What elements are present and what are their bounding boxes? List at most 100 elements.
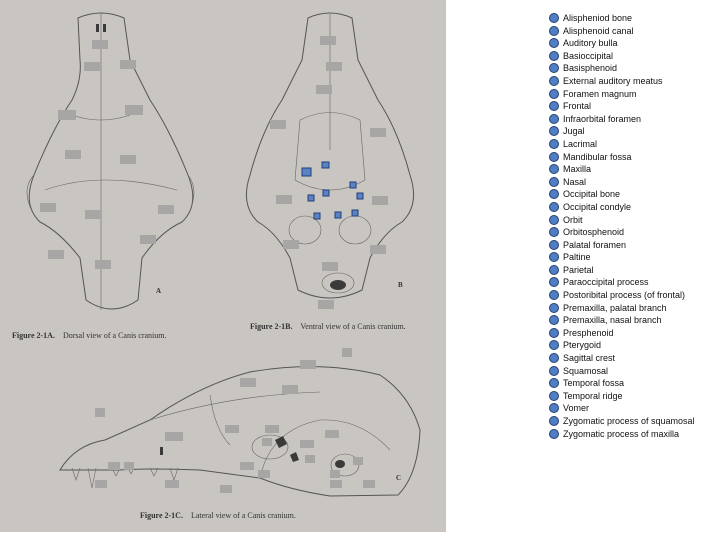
caption-a-text: Dorsal view of a Canis cranium.	[63, 331, 167, 340]
legend-marker-icon[interactable]	[549, 353, 559, 364]
legend-marker-icon[interactable]	[549, 75, 559, 86]
legend-item-label: Alispheniod bone	[563, 13, 633, 23]
legend-marker-icon[interactable]	[549, 302, 559, 313]
legend-item: Basioccipital	[546, 50, 716, 63]
legend-item: Mandibular fossa	[546, 151, 716, 164]
ventral-view-drawing: B	[245, 12, 415, 309]
legend-marker-icon[interactable]	[549, 428, 559, 439]
legend-marker-icon[interactable]	[549, 340, 559, 351]
legend-item: Squamosal	[546, 365, 716, 378]
legend-item: Infraorbital foramen	[546, 113, 716, 126]
legend-item: Premaxilla, palatal branch	[546, 302, 716, 315]
legend-item-label: Sagittal crest	[563, 353, 616, 364]
legend-item-label: Orbit	[563, 214, 583, 225]
legend-item-label: Occipital condyle	[563, 201, 632, 212]
svg-text:Figure 2-1B. Ventral view: Figure 2-1B. Ventral view of a Canis cra…	[250, 322, 406, 331]
legend-item-label: Premaxilla, palatal branch	[563, 302, 667, 313]
caption-b-text: Ventral view of a Canis cranium.	[300, 322, 405, 331]
legend-item-label: Paraoccipital process	[563, 277, 649, 288]
legend-item: Orbitosphenoid	[546, 226, 716, 239]
legend-marker-icon[interactable]	[549, 50, 559, 61]
legend-item: Sagittal crest	[546, 352, 716, 365]
legend-marker-icon[interactable]	[549, 378, 559, 389]
legend-item: Occipital bone	[546, 188, 716, 201]
lateral-view-drawing: C	[59, 348, 421, 497]
legend-marker-icon[interactable]	[549, 38, 559, 49]
legend-item: Zygomatic process of squamosal	[546, 415, 716, 428]
legend-marker-icon[interactable]	[549, 151, 559, 162]
legend-item-label: Temporal ridge	[563, 390, 623, 401]
legend-marker-icon[interactable]	[549, 13, 559, 23]
dorsal-view-drawing: A	[26, 12, 195, 310]
legend-item-label: Palatal foramen	[563, 239, 627, 250]
legend-item-label: Maxilla	[563, 164, 592, 175]
legend-item: Temporal fossa	[546, 377, 716, 390]
legend-item: Palatal foramen	[546, 239, 716, 252]
legend-item: Auditory bulla	[546, 37, 716, 50]
legend-item-label: Paltine	[563, 252, 591, 263]
legend-marker-icon[interactable]	[549, 227, 559, 238]
legend-item: Paraoccipital process	[546, 276, 716, 289]
legend-item-label: Jugal	[563, 126, 585, 137]
legend-item-label: Basioccipital	[563, 50, 614, 61]
legend-item-label: Postoribital process (of frontal)	[563, 290, 686, 301]
legend-item-label: Squamosal	[563, 365, 609, 376]
skull-figure-image: A B Figure 2-1A. Dorsal view of a	[0, 0, 446, 532]
legend-marker-icon[interactable]	[549, 201, 559, 212]
legend-marker-icon[interactable]	[549, 25, 559, 36]
svg-text:Figure 2-1A. Dorsal view o: Figure 2-1A. Dorsal view of a Canis cran…	[12, 331, 167, 340]
legend-item-label: External auditory meatus	[563, 75, 663, 86]
legend-item-label: Orbitosphenoid	[563, 227, 625, 238]
legend-item: Nasal	[546, 176, 716, 189]
legend-item: Pterygoid	[546, 339, 716, 352]
legend-item: Alisphenoid canal	[546, 25, 716, 38]
legend-item: Orbit	[546, 214, 716, 227]
legend-item: Occipital condyle	[546, 201, 716, 214]
legend-marker-icon[interactable]	[549, 164, 559, 175]
legend-item-label: Zygomatic process of maxilla	[563, 428, 680, 439]
legend-marker-icon[interactable]	[549, 390, 559, 401]
legend-marker-icon[interactable]	[549, 101, 559, 112]
legend-item-label: Frontal	[563, 101, 592, 112]
legend-item: Foramen magnum	[546, 88, 716, 101]
legend-item: Alispheniod bone	[546, 12, 716, 25]
legend-item-label: Infraorbital foramen	[563, 113, 642, 124]
legend-item: Premaxilla, nasal branch	[546, 314, 716, 327]
legend-item-label: Temporal fossa	[563, 378, 625, 389]
legend-item-label: Basisphenoid	[563, 63, 618, 74]
legend-marker-icon[interactable]	[549, 214, 559, 225]
legend-marker-icon[interactable]	[549, 290, 559, 301]
view-letter-a: A	[156, 287, 161, 295]
legend-item: Jugal	[546, 125, 716, 138]
legend-marker-icon[interactable]	[549, 138, 559, 149]
legend-item: Vomer	[546, 402, 716, 415]
legend-item-label: Presphenoid	[563, 327, 614, 338]
legend-marker-icon[interactable]	[549, 403, 559, 414]
legend-marker-icon[interactable]	[549, 264, 559, 275]
legend-marker-icon[interactable]	[549, 126, 559, 137]
legend-item: Presphenoid	[546, 327, 716, 340]
legend-marker-icon[interactable]	[549, 113, 559, 124]
legend-marker-icon[interactable]	[549, 63, 559, 74]
legend-item: Basisphenoid	[546, 62, 716, 75]
caption-a-number: Figure 2-1A.	[12, 331, 55, 340]
legend-marker-icon[interactable]	[549, 416, 559, 426]
view-letter-b: B	[398, 281, 403, 289]
legend-marker-icon[interactable]	[549, 239, 559, 250]
legend-marker-icon[interactable]	[549, 327, 559, 338]
view-letter-c: C	[396, 474, 401, 482]
legend-item: Paltine	[546, 251, 716, 264]
legend-marker-icon[interactable]	[549, 315, 559, 326]
legend-marker-icon[interactable]	[549, 365, 559, 376]
legend-marker-icon[interactable]	[549, 189, 559, 200]
legend-item: Maxilla	[546, 163, 716, 176]
legend-marker-icon[interactable]	[549, 176, 559, 187]
legend-item-label: Parietal	[563, 264, 594, 275]
legend-item: Zygomatic process of maxilla	[546, 428, 716, 441]
legend-marker-icon[interactable]	[549, 277, 559, 288]
legend-marker-icon[interactable]	[549, 252, 559, 263]
legend-item-label: Nasal	[563, 176, 587, 187]
legend-item: External auditory meatus	[546, 75, 716, 88]
legend-marker-icon[interactable]	[549, 88, 559, 99]
